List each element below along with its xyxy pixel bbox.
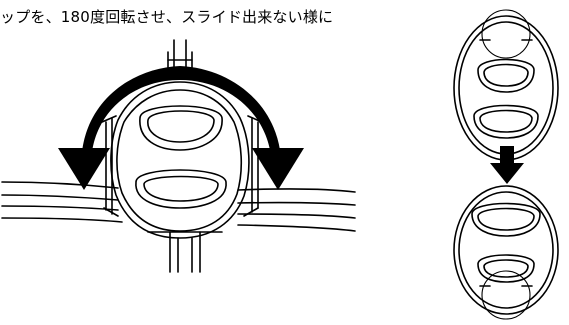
strap-assembly [1, 39, 356, 273]
cap-before [453, 9, 559, 161]
instruction-text: ップを、180度回転させ、スライド出来ない様に [0, 8, 334, 26]
arrow-down-icon [490, 146, 524, 184]
cap-after [453, 185, 559, 320]
curved-double-arrow-icon [58, 66, 304, 190]
